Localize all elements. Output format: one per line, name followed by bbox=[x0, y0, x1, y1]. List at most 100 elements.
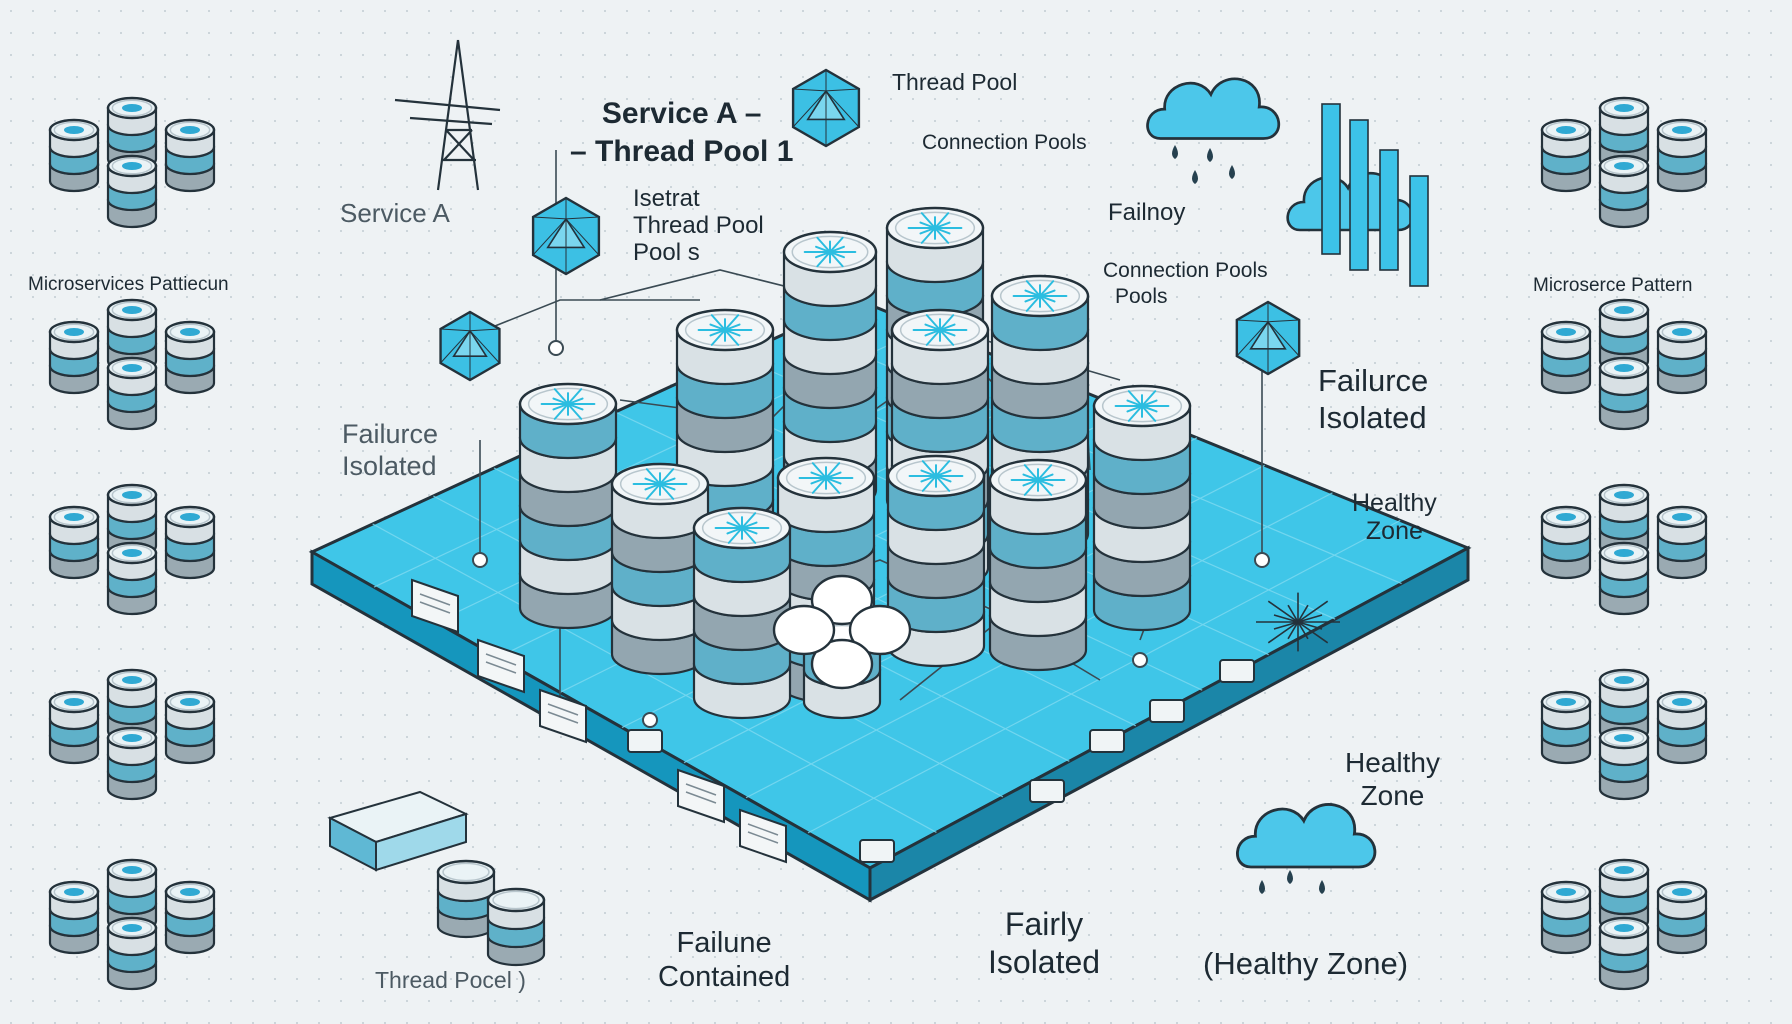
computer-terminal-icon bbox=[477, 638, 525, 694]
cloud-icon bbox=[1236, 803, 1377, 869]
database-stack-icon bbox=[1656, 880, 1708, 955]
db-emblem-icon bbox=[122, 676, 142, 684]
database-stack-icon bbox=[988, 458, 1088, 672]
connector-node bbox=[472, 552, 488, 568]
db-emblem-icon bbox=[1614, 364, 1634, 372]
database-stack-icon bbox=[164, 320, 216, 395]
connection-pools-top-label: Connection Pools bbox=[922, 131, 1087, 154]
spark-icon bbox=[912, 314, 968, 346]
spark-icon bbox=[632, 468, 688, 500]
spark-icon bbox=[908, 460, 964, 492]
central-stacks bbox=[518, 206, 1192, 720]
db-emblem-icon bbox=[122, 734, 142, 742]
database-stack-icon bbox=[610, 462, 710, 676]
connection-pools-mid-line2: Pools bbox=[1115, 285, 1168, 309]
db-emblem-icon bbox=[1614, 104, 1634, 112]
db-emblem-icon bbox=[1556, 126, 1576, 134]
db-emblem-icon bbox=[1672, 126, 1692, 134]
db-emblem-icon bbox=[1672, 513, 1692, 521]
db-emblem-icon bbox=[122, 924, 142, 932]
database-stack-icon bbox=[1540, 880, 1592, 955]
computer-terminal-icon bbox=[677, 768, 725, 824]
db-emblem-icon bbox=[64, 888, 84, 896]
database-stack-icon bbox=[106, 726, 158, 801]
database-stack-icon bbox=[106, 356, 158, 431]
device-box-icon bbox=[1029, 779, 1065, 803]
drop-icon bbox=[1229, 165, 1235, 179]
clover-petal bbox=[810, 638, 874, 690]
background-layer bbox=[48, 96, 1708, 991]
healthy-zone-right-line2: Zone bbox=[1365, 517, 1423, 546]
healthy-zone-lower-line1: Healthy bbox=[1345, 747, 1440, 778]
spark-icon bbox=[697, 314, 753, 346]
drop-icon bbox=[1259, 880, 1265, 894]
bar bbox=[1409, 175, 1429, 287]
db-emblem-icon bbox=[1614, 491, 1634, 499]
connector-node bbox=[1254, 552, 1270, 568]
db-emblem-icon bbox=[122, 491, 142, 499]
database-stack-icon bbox=[106, 483, 158, 558]
connection-pools-mid-line1: Connection Pools bbox=[1103, 259, 1268, 282]
database-stack-icon bbox=[48, 505, 100, 580]
spark-icon bbox=[1010, 464, 1066, 496]
isetrat-line2: Thread Pool bbox=[633, 212, 764, 240]
healthy-zone-right-label: Healthy Zone bbox=[1352, 490, 1437, 545]
db-emblem-icon bbox=[64, 513, 84, 521]
connector-line bbox=[479, 299, 700, 333]
database-stack-icon bbox=[1092, 384, 1192, 632]
database-stack-icon bbox=[692, 506, 792, 720]
failune-line1: Failune bbox=[676, 927, 772, 959]
device-box-icon bbox=[1149, 699, 1185, 723]
db-emblem-icon bbox=[1614, 549, 1634, 557]
service-a-title: Service A – – Thread Pool 1 bbox=[570, 98, 793, 167]
computer-terminal-icon bbox=[411, 578, 459, 634]
drop-icon bbox=[1172, 145, 1178, 159]
bar bbox=[1321, 103, 1341, 255]
isetrat-line1: Isetrat bbox=[633, 185, 700, 212]
thread-pool-bottom-label: Thread Pocel ) bbox=[375, 967, 526, 993]
database-stack-icon bbox=[1598, 726, 1650, 801]
connector-node bbox=[1132, 652, 1148, 668]
failurce-left-line2: Isolated bbox=[342, 451, 437, 482]
database-stack-icon bbox=[106, 916, 158, 991]
icosahedron-node-icon bbox=[439, 310, 501, 382]
healthy-zone-lower-label: Healthy Zone bbox=[1345, 748, 1440, 811]
healthy-zone-paren-label: (Healthy Zone) bbox=[1203, 946, 1409, 981]
db-emblem-icon bbox=[1614, 676, 1634, 684]
db-emblem-icon bbox=[180, 698, 200, 706]
icosahedron-node-icon bbox=[791, 68, 861, 148]
db-emblem-icon bbox=[64, 126, 84, 134]
database-stack-icon bbox=[782, 230, 878, 512]
fairly-line1: Fairly bbox=[1004, 906, 1084, 942]
failnoy-label: Failnoy bbox=[1108, 199, 1186, 226]
bar bbox=[1379, 149, 1399, 271]
drop-icon bbox=[1192, 170, 1198, 184]
connection-pools-mid-label: Connection Pools Pools bbox=[1103, 259, 1268, 309]
failure-burst-icon bbox=[1256, 592, 1340, 652]
device-box-icon bbox=[859, 839, 895, 863]
service-a-left-label: Service A bbox=[340, 198, 450, 228]
db-emblem-icon bbox=[180, 513, 200, 521]
database-stack-icon bbox=[106, 858, 158, 933]
bar-chart-icon bbox=[1321, 103, 1429, 287]
db-emblem-icon bbox=[1556, 698, 1576, 706]
db-emblem-icon bbox=[180, 126, 200, 134]
spark-icon bbox=[540, 388, 596, 420]
db-emblem-icon bbox=[1556, 888, 1576, 896]
db-emblem-icon bbox=[122, 162, 142, 170]
db-emblem-icon bbox=[1672, 698, 1692, 706]
db-emblem-icon bbox=[64, 698, 84, 706]
db-emblem-icon bbox=[1614, 924, 1634, 932]
service-a-title-line2: – Thread Pool 1 bbox=[570, 134, 794, 168]
db-emblem-icon bbox=[122, 866, 142, 874]
db-emblem-icon bbox=[1614, 734, 1634, 742]
database-stack-icon bbox=[106, 541, 158, 616]
db-emblem-icon bbox=[64, 328, 84, 336]
db-emblem-icon bbox=[122, 104, 142, 112]
db-emblem-icon bbox=[180, 328, 200, 336]
database-stack-icon bbox=[164, 880, 216, 955]
clover-petal bbox=[848, 604, 912, 656]
microservices-left-label: Microservices Pattiecun bbox=[28, 274, 229, 295]
failurce-left-line1: Failurce bbox=[342, 419, 439, 449]
